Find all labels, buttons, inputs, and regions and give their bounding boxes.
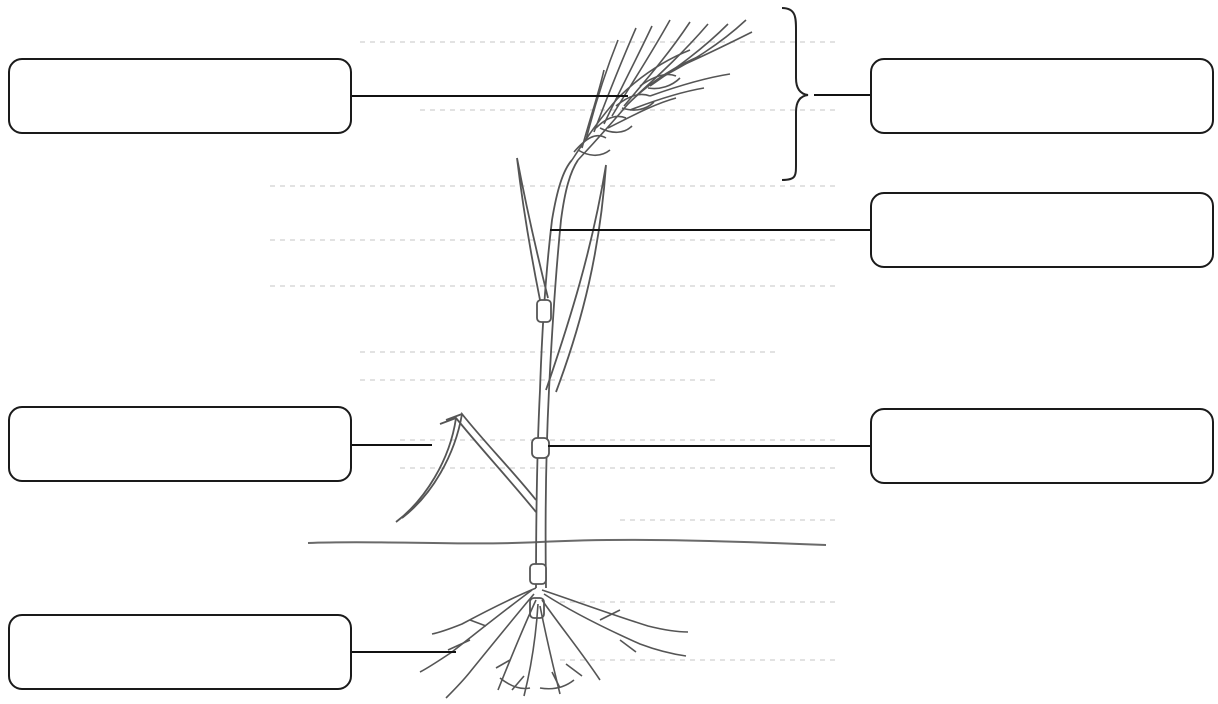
label-box-roots[interactable] [8, 614, 352, 690]
stem-node [532, 438, 549, 458]
stem [536, 160, 578, 588]
label-box-ear[interactable] [8, 58, 352, 134]
stem-node [537, 300, 551, 322]
label-box-ear-group[interactable] [870, 58, 1214, 134]
ear-bracket [782, 8, 808, 180]
label-box-stem[interactable] [870, 192, 1214, 268]
ground-line [308, 540, 826, 545]
stem-nodes [530, 300, 551, 618]
leaf [517, 158, 548, 300]
label-box-node[interactable] [870, 408, 1214, 484]
roots [420, 588, 688, 698]
stem-node [530, 564, 546, 584]
bleed-through-text [270, 42, 840, 660]
label-box-leaf[interactable] [8, 406, 352, 482]
